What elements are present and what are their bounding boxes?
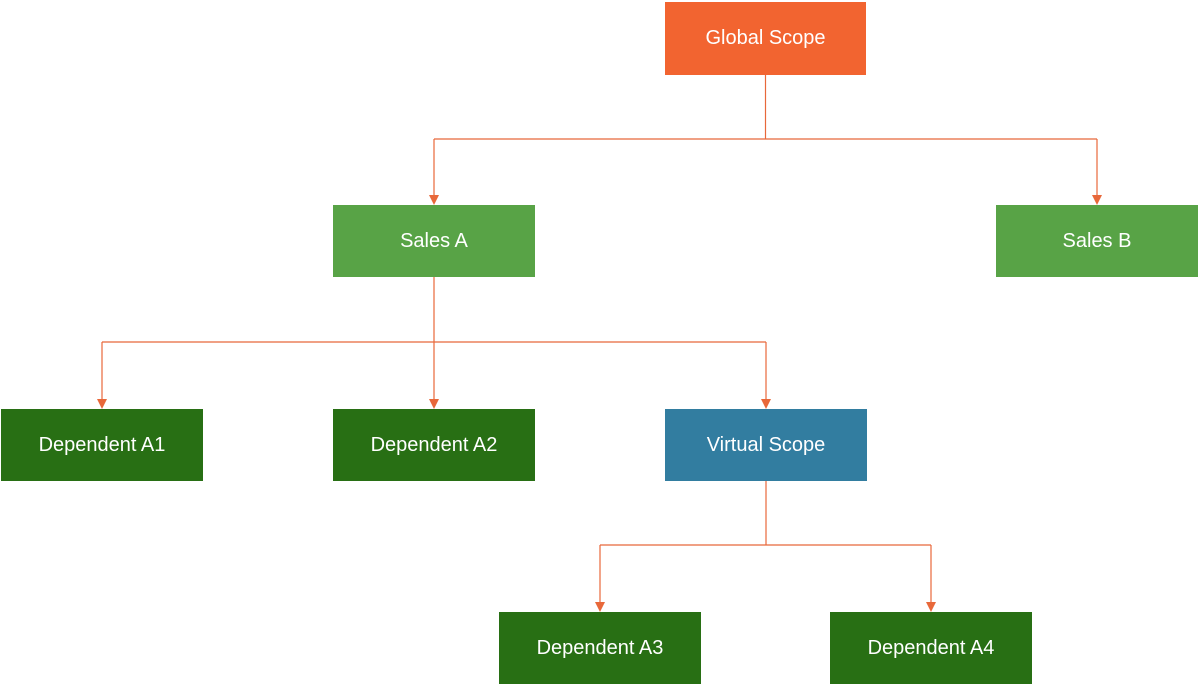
node-label: Sales A [400,229,468,252]
node-dependent-a1: Dependent A1 [1,409,203,481]
node-label: Sales B [1062,229,1132,252]
node-dependent-a4: Dependent A4 [830,612,1032,684]
node-label: Dependent A3 [536,636,664,659]
node-label: Dependent A1 [38,433,166,456]
arrowhead [1092,195,1102,205]
node-global-scope: Global Scope [665,2,866,75]
node-label: Dependent A2 [370,433,498,456]
node-dependent-a2: Dependent A2 [333,409,535,481]
node-sales-a: Sales A [333,205,535,277]
arrowhead [595,602,605,612]
arrowhead [926,602,936,612]
arrowhead [429,195,439,205]
node-label: Dependent A4 [867,636,995,659]
arrowhead [429,399,439,409]
arrowhead [761,399,771,409]
arrowhead [97,399,107,409]
node-label: Global Scope [705,27,826,49]
node-virtual-scope: Virtual Scope [665,409,867,481]
node-dependent-a3: Dependent A3 [499,612,701,684]
node-label: Virtual Scope [706,433,826,456]
node-sales-b: Sales B [996,205,1198,277]
